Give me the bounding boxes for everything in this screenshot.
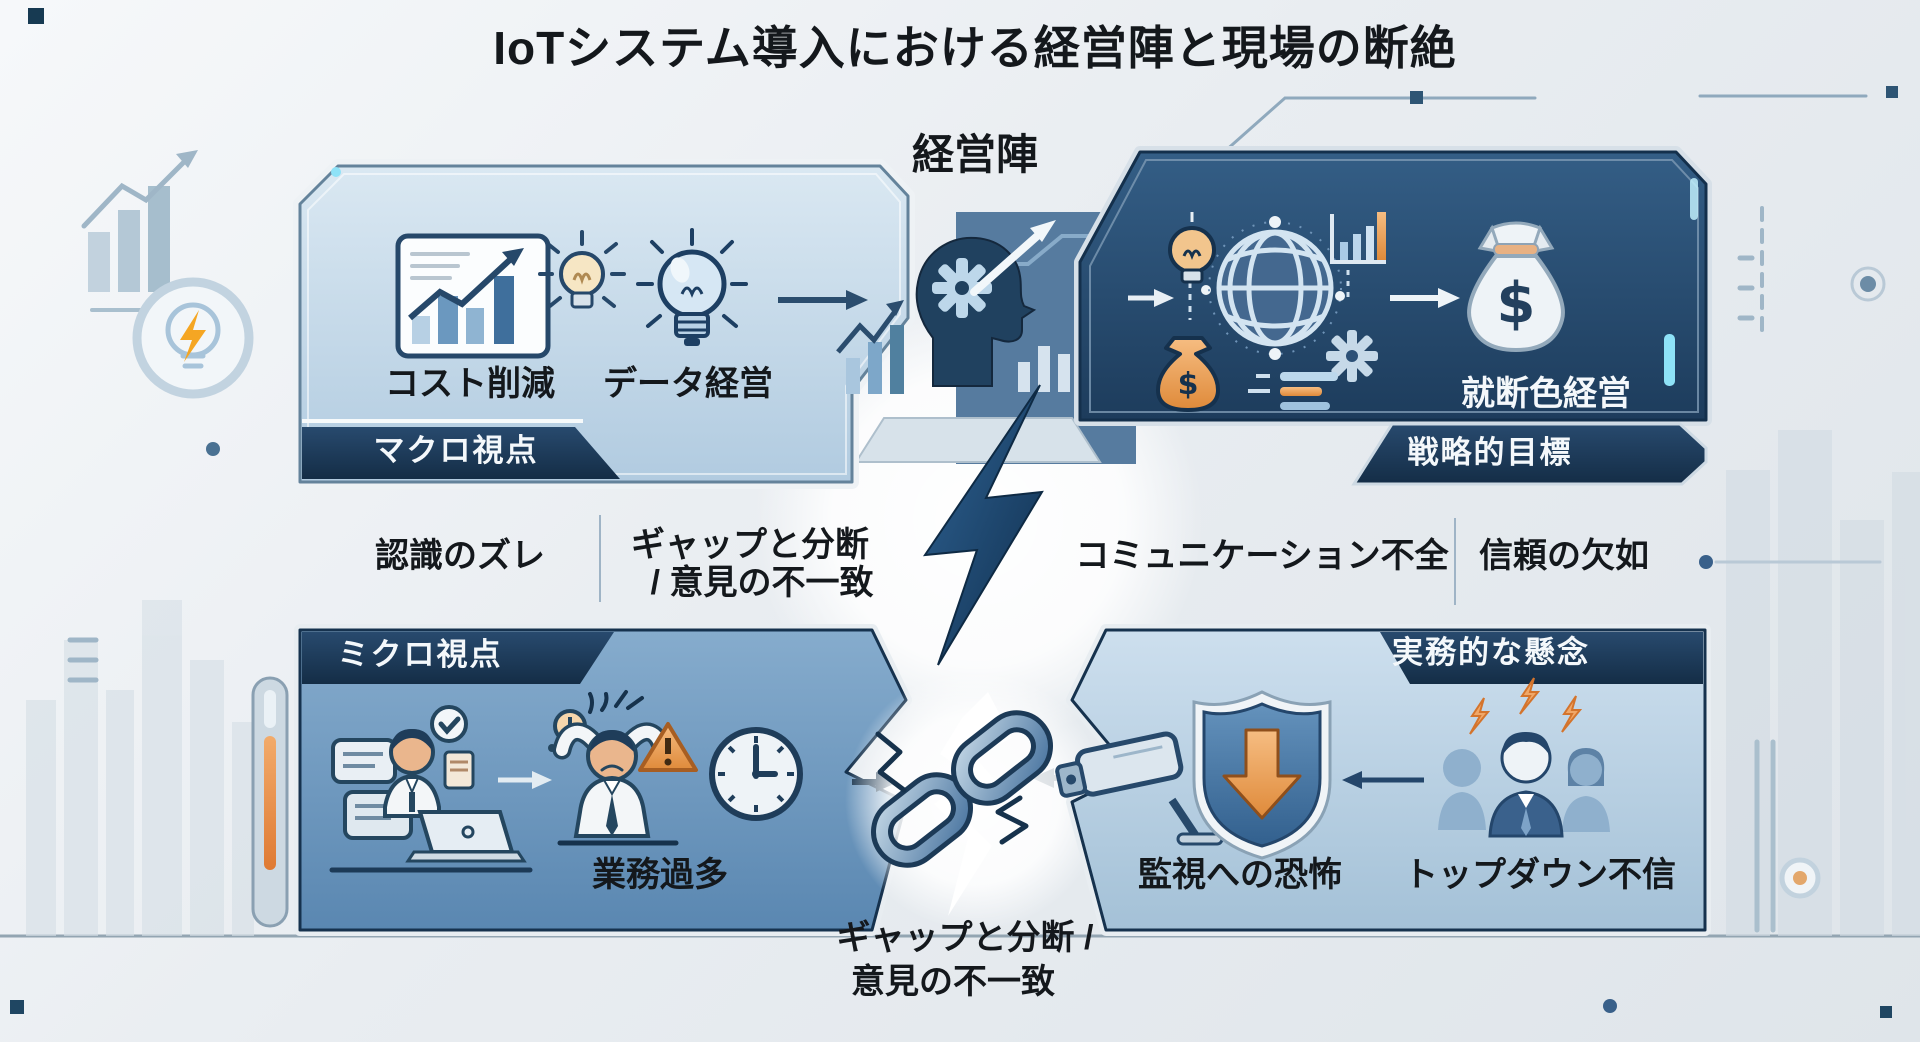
micro-banner [302,632,614,684]
bottom-right-panel [1055,624,1711,936]
globe-icon [1208,216,1342,360]
sketch-bar-chart-icon [81,150,198,292]
dollar-symbol: $ [1497,271,1536,336]
stressed-worker-icon [548,690,698,846]
broken-chain-icon [845,670,1105,930]
growth-chart-card-icon [395,233,551,359]
money-bag-large-icon: $ [1467,221,1565,353]
team-distrust-icon [1438,677,1610,838]
label-misalignment: 認識のズレ [375,537,545,575]
micro-banner-label: ミクロ視点 [337,637,503,672]
label-data-management: データ経営 [603,365,773,403]
macro-banner [302,427,620,479]
label-lack-of-trust: 信頼の欠如 [1479,537,1649,575]
label-strategic-goal-text: 就断色経営 [1461,375,1631,413]
strategy-banner-label: 戦略的目標 [1407,435,1573,470]
label-bottom-gap-line1: ギャップと分断 / [836,919,1094,957]
clock-icon [709,727,803,821]
management-heading: 経営陣 [911,131,1039,178]
top-left-panel [293,159,915,489]
label-work-overload: 業務過多 [592,856,728,894]
strategic-head-gear-icon [915,220,1056,387]
gear-icon [1326,330,1378,382]
label-surveillance-fear: 監視への恐怖 [1138,856,1342,894]
label-communication-failure: コミュニケーション不全 [1075,537,1449,575]
label-gap-line2: / 意見の不一致 [650,564,874,602]
top-right-panel: $ [1074,146,1712,486]
background-decorations [0,8,1920,1018]
worker-laptop-icon [329,705,533,873]
label-topdown-distrust: トップダウン不信 [1404,856,1676,894]
dollar-symbol: $ [1178,367,1199,402]
lightning-bolt-icon [922,384,1044,666]
flow-arrow-right-icon [778,290,868,310]
idea-bulb-large-icon [636,228,748,346]
bulb-badge-icon [132,277,254,399]
idea-bulb-orange-icon [1168,212,1216,284]
idea-bulb-small-icon [538,230,626,309]
page-title: IoTシステム導入における経営陣と現場の断絶 [493,22,1457,74]
macro-banner-label: マクロ視点 [373,433,539,468]
accent-gauge [251,676,289,928]
label-bottom-gap-line2: 意見の不一致 [851,963,1055,1001]
shield-down-arrow-icon [1192,690,1332,860]
mini-bar-chart-icon [1330,212,1386,264]
cyan-glow [1664,334,1675,386]
label-gap-line1: ギャップと分断 [631,526,869,564]
concerns-banner-label: 実務的な懸念 [1392,635,1590,670]
label-cost-reduction: コスト削減 [385,365,555,403]
gap-dividers [599,515,1456,605]
money-bag-small-icon: $ [1156,336,1220,412]
concerns-banner [1380,632,1703,684]
cctv-camera-icon [1055,731,1224,846]
growth-bars-icon [836,300,904,394]
progress-bars [1248,372,1338,410]
strategy-banner [1351,422,1708,486]
